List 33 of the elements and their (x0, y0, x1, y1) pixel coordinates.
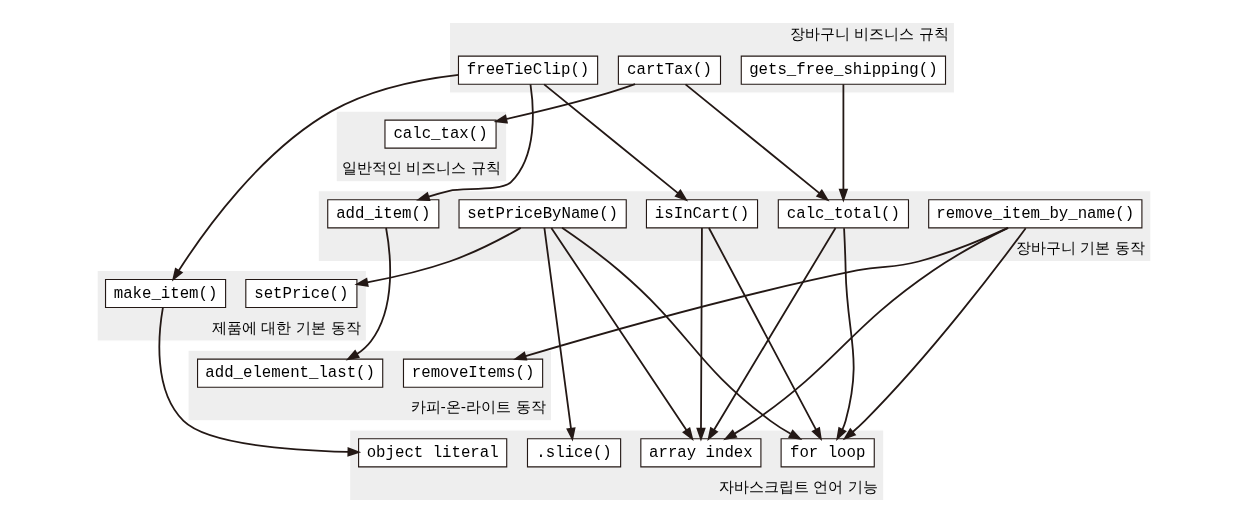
node-box: remove_item_by_name() (928, 198, 1143, 228)
arrow (543, 226, 576, 441)
arrow (543, 82, 689, 201)
arrow (836, 226, 855, 441)
node-box: cartTax() (617, 55, 722, 85)
node-box: setPrice() (245, 278, 358, 308)
node-box: setPriceByName() (458, 198, 627, 228)
arrow (345, 226, 392, 360)
arrow (158, 306, 362, 457)
node-box: array index (640, 437, 762, 467)
arrow (550, 226, 694, 441)
node-box: isInCart() (645, 198, 759, 228)
arrow (723, 226, 1009, 440)
node-box: for loop (780, 437, 875, 467)
arrow (171, 73, 460, 282)
node-box: add_element_last() (197, 358, 384, 388)
arrow (354, 226, 522, 287)
node-box: removeItems() (402, 358, 544, 388)
node-box: calc_tax() (384, 119, 497, 149)
arrow (561, 226, 803, 440)
node-box: add_item() (327, 198, 440, 228)
arrow (493, 82, 636, 124)
node-box: freeTieClip() (457, 55, 599, 85)
arrow (696, 226, 706, 441)
node-box: gets_free_shipping() (740, 55, 947, 85)
node-box: object literal (358, 437, 508, 467)
arrow (838, 82, 849, 202)
node-box: calc_total() (777, 198, 910, 228)
arrow (416, 82, 534, 201)
arrow (684, 82, 830, 201)
node-box: make_item() (104, 278, 227, 308)
arrow (842, 226, 1027, 440)
node-box: .slice() (526, 437, 622, 467)
